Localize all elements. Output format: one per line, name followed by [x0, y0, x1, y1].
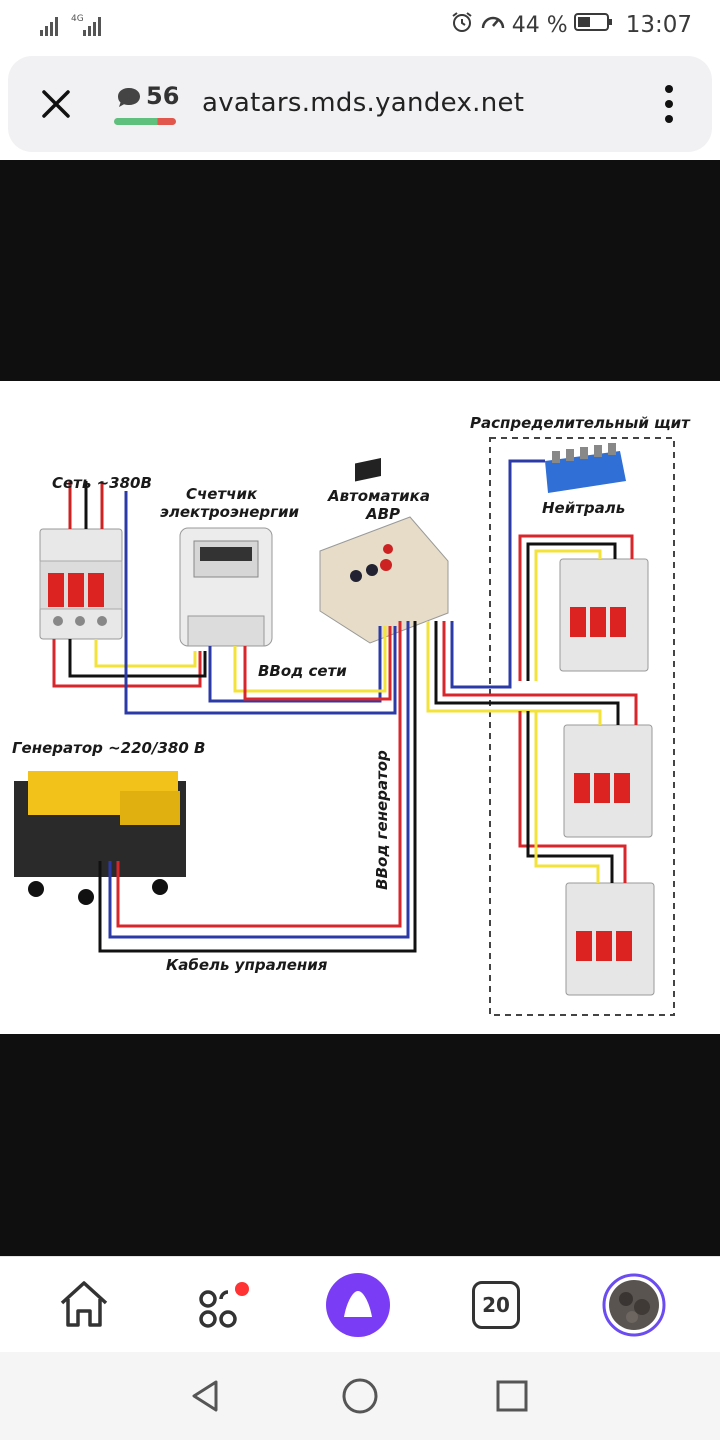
- ats-box: [319, 458, 449, 644]
- url-bar: 56 avatars.mds.yandex.net: [8, 56, 712, 152]
- panel-breaker-1: [559, 558, 649, 672]
- label-panel: Распределительный щит: [470, 414, 690, 432]
- signal-icon: 4G: [40, 12, 110, 42]
- tabs-button[interactable]: 20: [464, 1273, 528, 1337]
- data-saver-icon: [480, 10, 506, 40]
- comment-count: 56: [146, 82, 180, 110]
- back-icon: [192, 1380, 218, 1412]
- url-text[interactable]: avatars.mds.yandex.net: [202, 88, 525, 118]
- panel-breaker-3: [565, 882, 655, 996]
- generator: [14, 771, 186, 905]
- panel-border: [489, 437, 675, 1016]
- wires: [52, 459, 638, 953]
- comment-icon: [118, 88, 140, 107]
- recents-button[interactable]: [492, 1376, 532, 1416]
- grid-breaker: [39, 528, 123, 640]
- more-vertical-icon: [665, 85, 673, 123]
- network-type: 4G: [71, 14, 84, 24]
- alice-icon: [326, 1273, 390, 1337]
- neutral-bus: [545, 443, 626, 493]
- battery-percent: 44 %: [511, 12, 568, 38]
- label-control-cable: Кабель упраления: [166, 956, 328, 974]
- diagram-image[interactable]: Распределительный щит Сеть ~380В Счетчик…: [0, 381, 720, 1034]
- avatar[interactable]: [602, 1273, 666, 1337]
- label-meter-2: электроэнергии: [160, 503, 299, 521]
- system-nav-bar: [0, 1352, 720, 1440]
- services-button[interactable]: [190, 1273, 254, 1337]
- home-circle-icon: [342, 1378, 378, 1414]
- battery-icon: [573, 12, 614, 38]
- wiring-diagram: [14, 437, 675, 1016]
- panel-breaker-2: [563, 724, 653, 838]
- system-home-button[interactable]: [340, 1376, 380, 1416]
- label-automation-1: Автоматика: [328, 487, 430, 505]
- label-neutral: Нейтраль: [542, 499, 626, 517]
- rating-bar: [114, 118, 176, 125]
- status-bar: 4G 44 % 13:07: [0, 0, 720, 50]
- label-meter-1: Счетчик: [186, 485, 258, 503]
- label-network: Сеть ~380В: [52, 474, 152, 492]
- clock: 13:07: [625, 12, 692, 38]
- services-icon: [199, 1282, 249, 1328]
- browser-bottom-nav: 20: [0, 1256, 720, 1352]
- comments-button[interactable]: 56: [114, 82, 180, 128]
- label-generator-input: ВВод генератор: [372, 750, 391, 890]
- tabs-icon: 20: [472, 1281, 520, 1329]
- more-button[interactable]: [662, 82, 676, 126]
- electricity-meter: [179, 527, 273, 647]
- label-grid-input: ВВод сети: [258, 662, 347, 680]
- home-button[interactable]: [52, 1273, 116, 1337]
- close-button[interactable]: [38, 86, 74, 122]
- alice-button[interactable]: [326, 1273, 390, 1337]
- back-button[interactable]: [186, 1376, 226, 1416]
- label-automation-2: АВР: [366, 505, 401, 523]
- label-generator: Генератор ~220/380 В: [12, 739, 206, 757]
- close-icon: [42, 90, 70, 118]
- alarm-icon: [450, 10, 474, 40]
- recents-icon: [496, 1380, 528, 1412]
- home-icon: [60, 1281, 108, 1327]
